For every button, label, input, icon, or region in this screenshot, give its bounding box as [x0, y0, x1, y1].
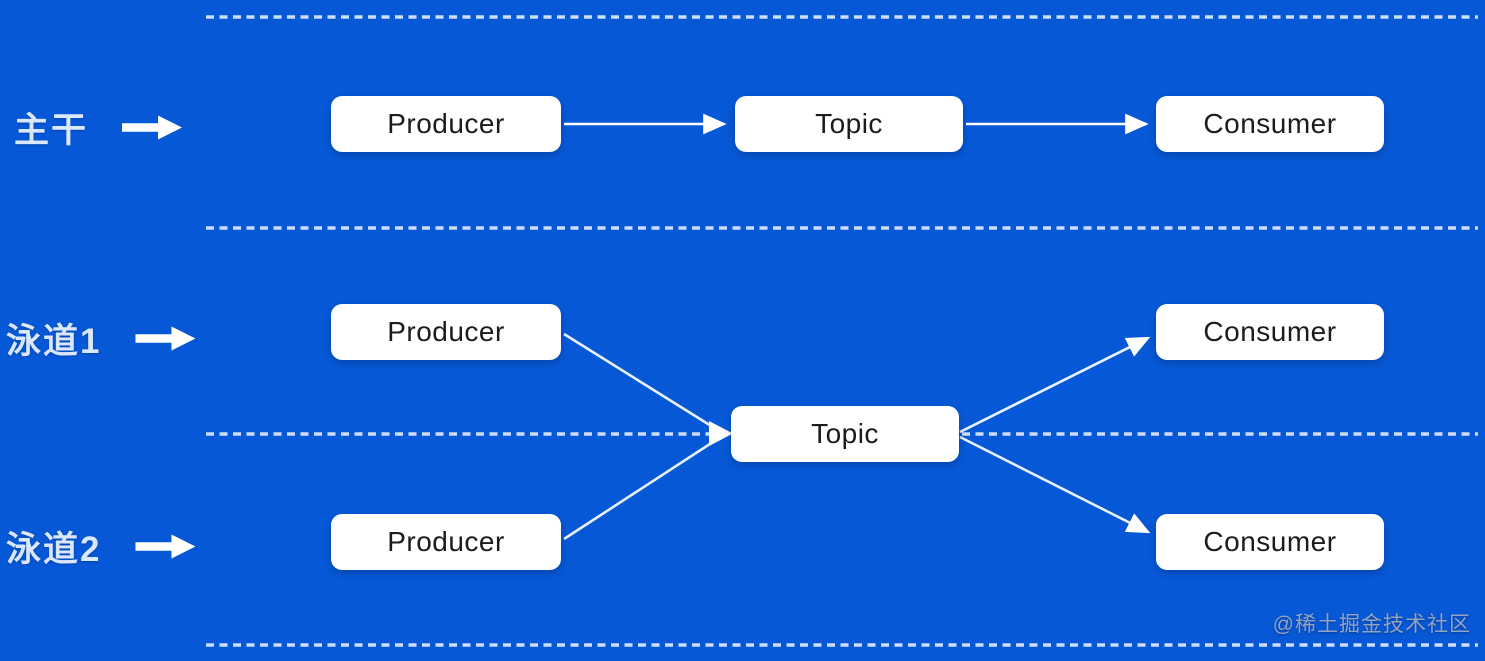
node-consumer-lane2: Consumer	[1156, 514, 1384, 570]
right-arrow-icon	[135, 326, 196, 351]
node-producer-lane1: Producer	[331, 304, 561, 360]
fan-in-arrowhead	[709, 421, 733, 446]
node-producer-lane2: Producer	[331, 514, 561, 570]
arrow-topic-to-consumer-lane1	[959, 336, 1151, 434]
arrow-topic-to-consumer-lane2	[959, 435, 1151, 534]
watermark: @稀土掘金技术社区	[1272, 613, 1471, 636]
arrow-producer-lane2-to-topic	[563, 438, 717, 541]
node-consumer-lane1: Consumer	[1156, 304, 1384, 360]
node-topic-shared: Topic	[731, 406, 959, 462]
arrow-producer-lane1-to-topic	[563, 332, 717, 431]
lane-label-lane2-text: 泳道2	[6, 530, 102, 569]
lane-label-main-text: 主干	[14, 111, 89, 150]
lane-label-main: 主干	[14, 102, 183, 153]
lane-label-lane2: 泳道2	[6, 521, 196, 572]
node-topic-main: Topic	[735, 96, 963, 152]
node-producer-main: Producer	[331, 96, 561, 152]
lane-label-lane1-text: 泳道1	[6, 322, 102, 361]
node-consumer-main: Consumer	[1156, 96, 1384, 152]
right-arrow-icon	[122, 115, 183, 140]
lane-label-lane1: 泳道1	[6, 313, 196, 364]
right-arrow-icon	[135, 534, 196, 559]
